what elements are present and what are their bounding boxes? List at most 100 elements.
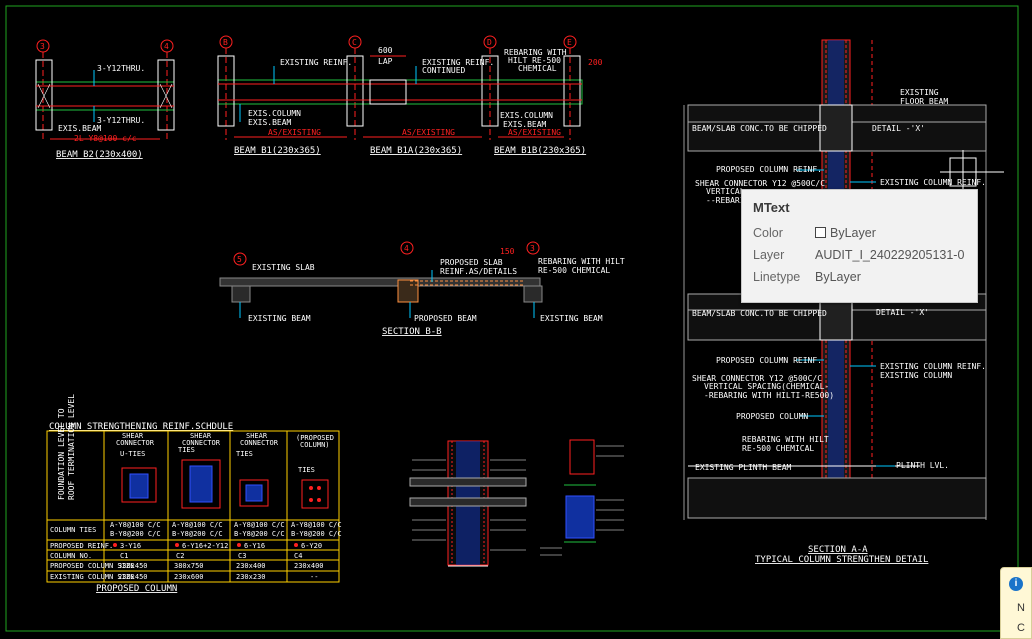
svg-text:TIES: TIES <box>298 466 315 474</box>
grid-bubble-4: 4 <box>164 42 169 51</box>
grid-bubble-b: B <box>223 38 228 47</box>
b1b-as-existing: AS/EXISTING <box>508 128 561 137</box>
b2-top-bars: 3-Y12THRU. <box>97 64 145 73</box>
schedule-side-label-1: FOUNDATION LEVEL TO <box>57 408 66 500</box>
aa-rebaring-1: REBARING WITH HILT <box>742 435 829 444</box>
tooltip-linetype-label: Linetype <box>753 270 801 284</box>
svg-text:CONNECTOR: CONNECTOR <box>182 439 221 447</box>
b2-title: BEAM B2(230x400) <box>56 150 143 160</box>
svg-text:380x750: 380x750 <box>174 562 204 570</box>
b1a-as-existing: AS/EXISTING <box>402 128 455 137</box>
b1-continued: CONTINUED <box>422 66 466 75</box>
b1b-title: BEAM B1B(230x365) <box>494 146 586 156</box>
beam-b2-detail: 3 4 3-Y12THRU. 3-Y12THRU. EXIS.BEAM 2L-Y… <box>35 39 175 160</box>
grid-bubble-d: D <box>487 38 492 47</box>
svg-text:SHEAR: SHEAR <box>246 432 268 440</box>
aa-shear-2: VERTICAL SPACING(CHEMICAL- <box>704 382 829 391</box>
bb-proposed-slab-details: REINF.AS/DETAILS <box>440 267 517 276</box>
svg-text:C2: C2 <box>176 552 184 560</box>
svg-text:6-Y16: 6-Y16 <box>244 542 265 550</box>
svg-text:A-Y8@100 C/C: A-Y8@100 C/C <box>110 521 161 529</box>
aa-chipped-top: BEAM/SLAB CONC.TO BE CHIPPED <box>692 124 827 133</box>
bb-rebaring-2: RE-500 CHEMICAL <box>538 266 610 275</box>
aa-title-1: SECTION A-A <box>808 545 868 555</box>
aa-existing-floor-beam-2: FLOOR BEAM <box>900 97 948 106</box>
svg-text:PROPOSED COLUMN SIZE: PROPOSED COLUMN SIZE <box>50 562 134 570</box>
aa-proposed-col-reinf-top: PROPOSED COLUMN REINF. <box>716 165 822 174</box>
mini-column-detail-2 <box>540 439 624 556</box>
svg-text:COLUMN TIES: COLUMN TIES <box>50 526 96 534</box>
svg-text:B-Y8@200 C/C: B-Y8@200 C/C <box>172 530 223 538</box>
b1-as-existing: AS/EXISTING <box>268 128 321 137</box>
aa-title-2: TYPICAL COLUMN STRENGTHEN DETAIL <box>755 555 928 565</box>
grid-bubble-5: 5 <box>237 255 242 264</box>
svg-text:3-Y16: 3-Y16 <box>120 542 141 550</box>
column-schedule: COLUMN STRENGTHENING REINF.SCHDULE FOUND… <box>46 394 342 594</box>
svg-text:--: -- <box>310 573 318 581</box>
mini-column-detail-1 <box>409 440 527 567</box>
svg-text:CONNECTOR: CONNECTOR <box>240 439 279 447</box>
grid-bubble-3: 3 <box>40 42 45 51</box>
svg-text:6-Y20: 6-Y20 <box>301 542 322 550</box>
grid-bubble-e: E <box>567 38 572 47</box>
b2-bottom-bars: 3-Y12THRU. <box>97 116 145 125</box>
schedule-footer: PROPOSED COLUMN <box>96 584 177 594</box>
aa-shear-1: SHEAR CONNECTOR Y12 @500C/C <box>692 374 822 383</box>
b1-rebaring-2: HILT RE-500 <box>508 56 561 65</box>
svg-text:COLUMN NO.: COLUMN NO. <box>50 552 92 560</box>
bb-dim-150: 150 <box>500 247 515 256</box>
info-icon: i <box>1009 577 1023 591</box>
svg-text:B-Y8@200 C/C: B-Y8@200 C/C <box>234 530 285 538</box>
tooltip-linetype-value: ByLayer <box>815 270 861 284</box>
aa-plinth-lvl: PLINTH LVL. <box>896 461 949 470</box>
schedule-row-proposed-size: PROPOSED COLUMN SIZE 330x450 380x750 230… <box>50 562 324 570</box>
tooltip-color-value: ByLayer <box>815 226 876 240</box>
aa-shear-top-1: SHEAR CONNECTOR Y12 @500C/C <box>695 179 825 188</box>
svg-text:(PROPOSED: (PROPOSED <box>296 434 334 442</box>
schedule-row-ties: COLUMN TIES A-Y8@100 C/C B-Y8@200 C/C A-… <box>50 521 342 538</box>
schedule-header-c1: SHEAR CONNECTOR U-TIES <box>116 432 157 503</box>
bb-rebaring-1: REBARING WITH HILT <box>538 257 625 266</box>
svg-text:C1: C1 <box>120 552 128 560</box>
tooltip-layer-label: Layer <box>753 248 785 262</box>
svg-text:CONNECTOR: CONNECTOR <box>116 439 155 447</box>
svg-text:PROPOSED REINF.: PROPOSED REINF. <box>50 542 113 550</box>
notification-line-2: C <box>1017 622 1025 634</box>
svg-text:C3: C3 <box>238 552 246 560</box>
schedule-row-proposed-reinf: PROPOSED REINF. 3-Y16 6-Y16+2-Y12 6-Y16 … <box>50 542 322 550</box>
notification-balloon[interactable]: i N C <box>1000 567 1032 639</box>
aa-detail-x-mid: DETAIL -'X' <box>876 308 929 317</box>
b1-exis-column: EXIS.COLUMN <box>248 109 301 118</box>
b1-rebaring-1: REBARING WITH <box>504 48 567 57</box>
beam-b1-detail: B C D E EXISTING REINF. 600 LAP EXISTING… <box>217 35 603 156</box>
b1a-title: BEAM B1A(230x365) <box>370 146 462 156</box>
b1-lap: LAP <box>378 57 393 66</box>
color-swatch-icon <box>815 227 826 238</box>
bb-title: SECTION B-B <box>382 327 442 337</box>
aa-shear-top-3: --REBARING <box>706 196 754 205</box>
aa-existing-column: EXISTING COLUMN <box>880 371 952 380</box>
schedule-title: COLUMN STRENGTHENING REINF.SCHDULE <box>49 422 233 432</box>
svg-text:230x450: 230x450 <box>118 573 148 581</box>
b1-title: BEAM B1(230x365) <box>234 146 321 156</box>
svg-text:TIES: TIES <box>178 446 195 454</box>
grid-bubble-3b: 3 <box>530 244 535 253</box>
schedule-side-label-2: ROOF TERMINATION LEVEL <box>67 394 76 500</box>
schedule-header-c2: SHEAR CONNECTOR TIES <box>178 432 221 509</box>
bb-existing-slab: EXISTING SLAB <box>252 263 315 272</box>
aa-shear-top-2: VERTICAL <box>706 187 745 196</box>
tooltip-color-label: Color <box>753 226 783 240</box>
svg-text:A-Y8@100 C/C: A-Y8@100 C/C <box>172 521 223 529</box>
aa-plinth-beam: EXISTING PLINTH BEAM <box>695 463 792 472</box>
notification-line-1: N <box>1017 602 1025 614</box>
b2-exis-beam: EXIS.BEAM <box>58 124 102 133</box>
svg-text:U-TIES: U-TIES <box>120 450 145 458</box>
svg-text:COLUMN): COLUMN) <box>300 441 330 449</box>
mtext-properties-tooltip: MText Color ByLayer Layer AUDIT_I_240229… <box>741 189 978 303</box>
svg-text:SHEAR: SHEAR <box>190 432 212 440</box>
b1-rebaring-3: CHEMICAL <box>518 64 557 73</box>
schedule-row-column-no: COLUMN NO. C1 C2 C3 C4 <box>50 552 302 560</box>
b1-dim-200: 200 <box>588 58 603 67</box>
svg-text:SHEAR: SHEAR <box>122 432 144 440</box>
